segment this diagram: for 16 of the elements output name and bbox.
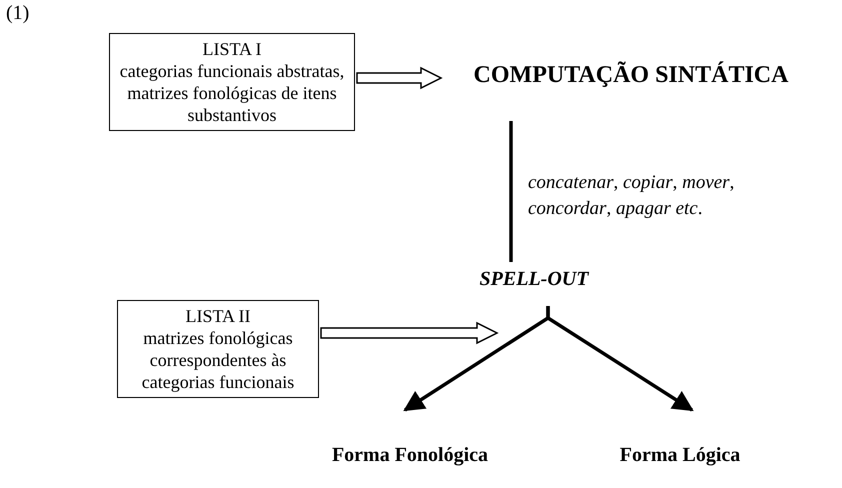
output-label: Forma Fonológica [332,443,488,468]
connector-line [509,121,513,262]
list-title: LISTA I [201,38,263,60]
stage-heading: COMPUTAÇÃO SINTÁTICA [474,60,788,90]
list-box [109,33,355,131]
list-description: matrizes fonológicas correspondentes às categorias funcionais [140,327,296,393]
edge-label: concatenar, copiar, mover, concordar, apagar etc. [528,171,736,221]
list-title: LISTA II [184,305,252,327]
arrow [546,306,694,412]
hollow-arrow [320,322,499,344]
hollow-arrow [356,66,443,90]
example-number: (1) [6,2,30,25]
output-label: Forma Lógica [620,443,740,468]
list-box [117,300,319,398]
list-description: categorias funcionais abstratas, matrizes fonológicas de itens substantivos [118,60,346,126]
stage-heading: SPELL-OUT [480,267,588,292]
